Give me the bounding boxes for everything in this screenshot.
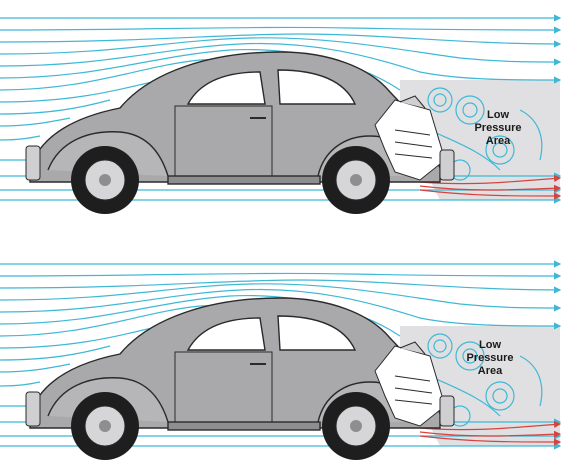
label-line1: Low — [487, 109, 509, 121]
low-pressure-label: Low Pressure Area — [466, 339, 513, 377]
panel-bottom: Low Pressure Area — [0, 264, 560, 460]
low-pressure-label: Low Pressure Area — [474, 109, 521, 147]
label-line3: Area — [478, 365, 503, 377]
label-line2: Pressure — [474, 122, 521, 134]
label-line1: Low — [479, 339, 501, 351]
label-line2: Pressure — [466, 352, 513, 364]
label-line3: Area — [486, 135, 511, 147]
panel-top: Low Pressure Area — [0, 18, 560, 214]
